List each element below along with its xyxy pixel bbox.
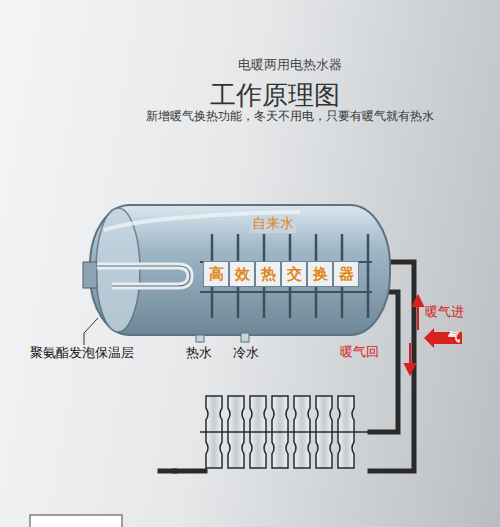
inlet-label: 冷水	[233, 345, 259, 362]
flow-label: 暖气进	[425, 304, 464, 321]
exchanger-cell: 热	[255, 261, 281, 287]
exchanger-cell: 交	[281, 261, 307, 287]
tank-label: 自来水	[250, 215, 296, 233]
water-tank: 自来水高效热交换器	[90, 205, 390, 335]
exchanger-char: 热	[256, 262, 280, 286]
exchanger-char: 高	[204, 262, 228, 286]
heating-arrow: 气	[424, 328, 466, 348]
product-name: 电暖两用电热水器	[140, 56, 440, 74]
arrow-text: 气	[424, 328, 466, 346]
exchanger-char: 器	[334, 262, 358, 286]
exchanger-cell: 效	[229, 261, 255, 287]
exchanger-cell: 器	[333, 261, 359, 287]
radiator-pipe	[200, 431, 372, 433]
flow-label: 暖气回	[340, 344, 379, 361]
outlet-label: 热水	[186, 345, 212, 362]
exchanger-fin	[367, 234, 370, 318]
exchanger-char: 效	[230, 262, 254, 286]
feature-note: 新增暖气换热功能，冬天不用电，只要有暖气就有热水	[125, 108, 455, 125]
exchanger-char: 换	[308, 262, 332, 286]
exchanger-cell: 换	[307, 261, 333, 287]
diagram-title: 工作原理图	[0, 78, 500, 113]
exchanger-cell: 高	[203, 261, 229, 287]
exchanger-char: 交	[282, 262, 306, 286]
insulation-label: 聚氨酯发泡保温层	[30, 345, 134, 362]
